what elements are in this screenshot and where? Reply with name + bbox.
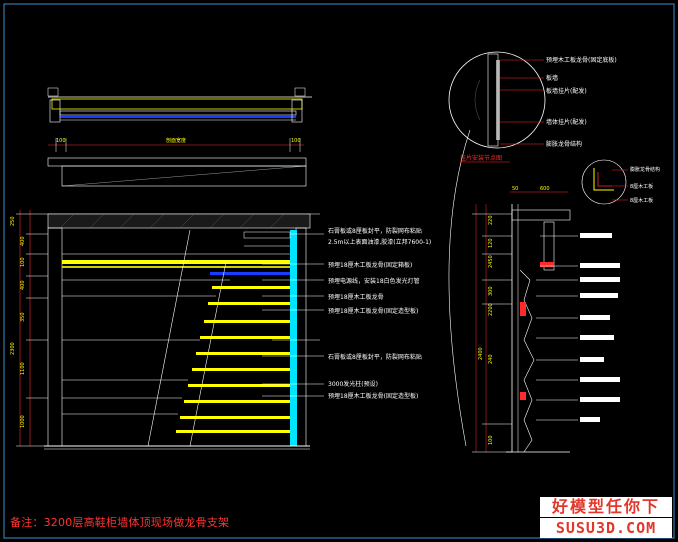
drawing-frame xyxy=(3,3,675,539)
annotation-main-3: 预埋电源线，安装18白色发光灯管 xyxy=(328,277,420,285)
dim-right-3: 300 xyxy=(488,286,494,296)
annotation-main-5: 预埋18厘木工板龙骨(固定造型板) xyxy=(328,307,418,315)
main-annotations: 石膏板或8厘板封平，防裂网布粘贴 2.5m以上表面油漆,胶漆(立邦7600-1)… xyxy=(328,227,431,400)
dim-right-7: 100 xyxy=(488,435,494,445)
annotation-main-8: 预埋18厘木工板龙骨(固定造型板) xyxy=(328,392,418,400)
detail-annot-4: 膨胀龙骨结构 xyxy=(546,140,582,148)
dim-left-6: 1100 xyxy=(20,362,26,375)
dim-left-7: 1000 xyxy=(20,415,26,428)
mount-detail-circle: 挂片安装节点图 预埋木工板龙骨(固定底板) 板墙 板墙挂片(配发) 墙体挂片(配… xyxy=(448,51,617,447)
detail-annot-3: 墙体挂片(配发) xyxy=(546,118,587,126)
dim-left-5: 350 xyxy=(20,312,26,322)
annotation-main-7: 3000发光柱(预设) xyxy=(328,380,378,388)
side-profile-view: 50 600 220 120 2450 300 2200 2400 240 10… xyxy=(472,186,620,453)
main-section-view xyxy=(44,157,320,450)
small-detail-1: 8厘木工板 xyxy=(630,183,653,190)
dim-right-5: 2400 xyxy=(478,347,484,360)
detail-annot-2: 板墙挂片(配发) xyxy=(546,87,587,95)
corner-detail-circle: 膨胀龙骨结构 8厘木工板 8厘木工板 xyxy=(581,159,660,205)
dim-left-2: 400 xyxy=(20,236,26,246)
dim-right-6: 240 xyxy=(488,354,494,364)
small-detail-2: 8厘木工板 xyxy=(630,197,653,204)
dim-detail-top-1: 600 xyxy=(540,186,550,192)
dim-top-right: 100 xyxy=(291,138,301,144)
watermark-line1: 好模型任你下 xyxy=(540,497,672,517)
dim-left-4: 400 xyxy=(20,280,26,290)
left-dimensions: 250 400 100 400 350 1100 1000 2300 xyxy=(10,210,48,447)
dim-right-1: 120 xyxy=(488,238,494,248)
annotation-main-2: 预埋18厘木工板龙骨(固定箱板) xyxy=(328,261,412,269)
detail-title: 挂片安装节点图 xyxy=(460,154,502,162)
annotation-main-4: 预埋18厘木工板龙骨 xyxy=(328,293,384,301)
dim-left-3: 100 xyxy=(20,257,26,267)
dim-top-mid: 剖面宽度 xyxy=(166,137,186,144)
watermark-line2: SUSU3D.COM xyxy=(540,518,672,538)
dim-right-4: 2200 xyxy=(488,303,494,316)
annotation-main-0: 石膏板或8厘板封平，防裂网布粘贴 xyxy=(328,227,422,235)
annotation-leaders xyxy=(262,233,324,397)
annotation-main-6: 石膏板或8厘板封平，防裂网布粘贴 xyxy=(328,353,422,361)
detail-annot-1: 板墙 xyxy=(546,74,558,82)
dim-left-8: 2300 xyxy=(10,342,16,355)
section-top-dims: 100 剖面宽度 100 xyxy=(48,137,304,152)
dim-left-0: 250 xyxy=(10,216,16,226)
footer-note: 备注：3200层高鞋柜墙体顶现场做龙骨支架 xyxy=(10,516,230,529)
detail-annot-0: 预埋木工板龙骨(固定底板) xyxy=(546,56,617,64)
dim-detail-top-0: 50 xyxy=(512,186,518,192)
top-plan-view xyxy=(47,87,312,123)
dim-top-left: 100 xyxy=(56,138,66,144)
dim-right-0: 220 xyxy=(488,215,494,225)
dim-right-2: 2450 xyxy=(488,255,494,268)
small-detail-0: 膨胀龙骨结构 xyxy=(630,166,660,173)
annotation-main-1: 2.5m以上表面油漆,胶漆(立邦7600-1) xyxy=(328,238,431,246)
